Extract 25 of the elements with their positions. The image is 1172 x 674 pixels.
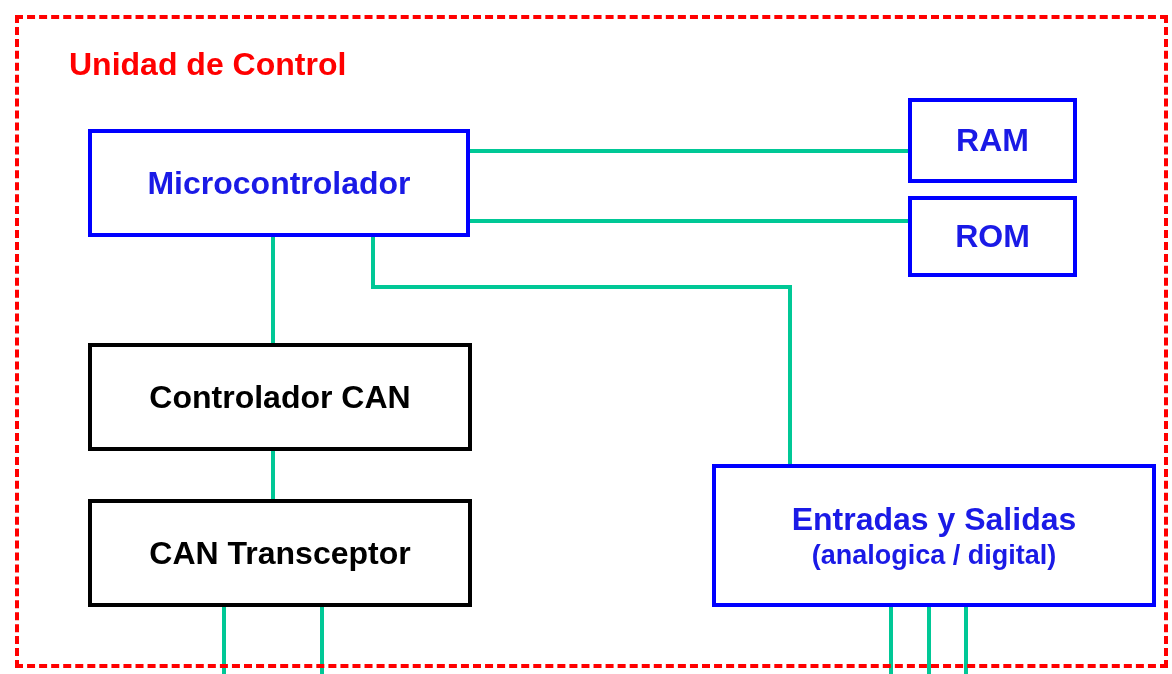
component-box (908, 196, 1077, 277)
component-box (908, 98, 1077, 183)
component-label: RAM (956, 121, 1029, 160)
connector-line (222, 607, 226, 674)
component-label: Entradas y Salidas (791, 500, 1077, 539)
component-label: CAN Transceptor (149, 533, 411, 573)
connector-line (470, 219, 908, 223)
connector-line (470, 149, 908, 153)
component-box (88, 499, 472, 607)
component-label: Microcontrolador (147, 163, 411, 203)
container-title: Unidad de Control (69, 45, 347, 84)
connector-line (320, 607, 324, 674)
component-box (88, 343, 472, 451)
component-box (712, 464, 1156, 607)
component-label: Controlador CAN (149, 377, 411, 417)
connector-line (271, 451, 275, 499)
connector-line (964, 607, 968, 674)
connector-line (371, 237, 792, 464)
component-box (88, 129, 470, 237)
connector-line (927, 607, 931, 674)
connector-line (271, 237, 275, 343)
connector-line (889, 607, 893, 674)
component-sublabel: (analogica / digital) (811, 538, 1057, 571)
control-unit-container (15, 15, 1168, 668)
component-label: ROM (955, 217, 1030, 256)
